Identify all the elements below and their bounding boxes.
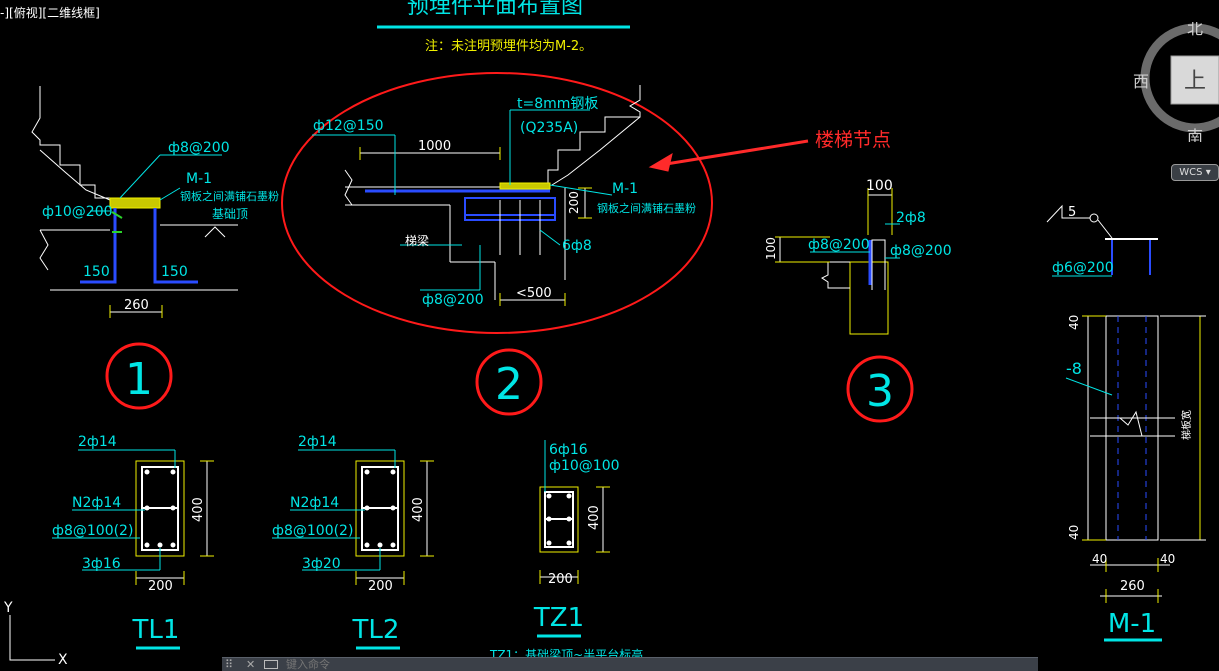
- m1-dim-40-top: 40: [1067, 315, 1081, 330]
- detail2-grade-label: (Q235A): [520, 120, 578, 136]
- drawing-note: 注：未注明预埋件均为M-2。: [425, 39, 592, 54]
- detail1-rebar2-label: ф10@200: [42, 204, 113, 220]
- tl2-width: 200: [368, 579, 393, 594]
- detail-3: 100 2ф8 ф8@200 ф8@200 100: [764, 178, 952, 335]
- detail-2-marker: [475, 348, 543, 416]
- viewcube-face-top[interactable]: [1170, 55, 1219, 105]
- tz1-section: 6ф16 ф10@100 400 200 TZ1 TZ1：基础梁顶~半平台标高: [489, 440, 643, 662]
- annotation-arrow: [659, 139, 809, 167]
- wcs-menu-button[interactable]: WCS ▾: [1171, 164, 1219, 181]
- tl1-stir-label: ф8@100(2): [52, 523, 133, 539]
- detail1-m-label: M-1: [186, 171, 212, 187]
- tz1-top-label: 6ф16: [549, 442, 588, 458]
- tl2-top-label: 2ф14: [298, 434, 337, 450]
- tl1-bottom-label: 3ф16: [82, 556, 121, 572]
- tl2-section: 2ф14 N2ф14 ф8@100(2) 3ф20 400 200 TL2: [272, 434, 434, 650]
- annotation-label: 楼梯节点: [815, 129, 891, 151]
- m1-plate-label: -8: [1066, 359, 1082, 378]
- compass-west[interactable]: 西: [1133, 72, 1149, 91]
- detail1-base-label: 基础顶: [212, 207, 248, 221]
- visual-style-menu[interactable]: [二维线框]: [42, 6, 100, 20]
- command-prompt-icon[interactable]: [264, 660, 278, 669]
- m1-dim-260: 260: [1120, 579, 1145, 594]
- chevron-down-icon: ▾: [1205, 167, 1211, 178]
- tz1-height: 400: [587, 505, 602, 530]
- tz1-width: 200: [548, 572, 573, 587]
- detail1-rebar-label: ф8@200: [168, 140, 230, 156]
- detail2-dim-1000: 1000: [418, 139, 451, 154]
- detail2-dim-500: <500: [516, 286, 552, 301]
- detail-1-marker: [105, 342, 173, 410]
- tl2-bottom-label: 3ф20: [302, 556, 341, 572]
- detail-1-number: 1: [125, 354, 153, 405]
- detail2-fill-label: 钢板之间满铺石墨粉: [597, 201, 696, 215]
- wcs-label: WCS: [1179, 167, 1203, 178]
- detail2-rebar-top: ф12@150: [313, 118, 384, 134]
- detail2-rebar-bottom: ф8@200: [422, 292, 484, 308]
- viewcube[interactable]: 上 北 西 南: [1130, 22, 1219, 142]
- detail1-dim-left: 150: [83, 264, 110, 280]
- m1-dim-40-left: 40: [1092, 552, 1107, 566]
- tl1-section: 2ф14 N2ф14 ф8@100(2) 3ф16 400 200 TL1: [52, 434, 214, 650]
- viewcube-face-label: 上: [1184, 69, 1206, 94]
- view-menu[interactable]: [俯视]: [9, 6, 43, 20]
- detail-3-number: 3: [866, 366, 894, 417]
- compass-south[interactable]: 南: [1187, 127, 1203, 142]
- ucs-x-label: X: [58, 652, 68, 668]
- m1-dim-40-bottom: 40: [1067, 525, 1081, 540]
- detail-3-marker: [846, 355, 914, 423]
- viewport-menu[interactable]: -]: [0, 6, 10, 20]
- m1-title: M-1: [1108, 609, 1156, 639]
- detail2-plate-label: t=8mm钢板: [517, 96, 598, 112]
- compass-ring[interactable]: [1140, 23, 1219, 133]
- detail1-fill-label: 钢板之间满铺石墨粉: [180, 189, 279, 203]
- detail-2: t=8mm钢板 (Q235A) ф12@150 1000 M-1 钢板之间满铺石…: [312, 85, 696, 308]
- ucs-icon: Y X: [3, 600, 68, 668]
- detail2-m-label: M-1: [612, 181, 638, 197]
- detail1-dim-bottom: 260: [124, 298, 149, 313]
- detail-1: ф8@200 M-1 钢板之间满铺石墨粉 基础顶 ф10@200 150 150…: [31, 86, 279, 318]
- tl1-height: 400: [191, 497, 206, 522]
- tl1-mid-label: N2ф14: [72, 495, 121, 511]
- m1-dim-40-right: 40: [1160, 552, 1175, 566]
- tl1-top-label: 2ф14: [78, 434, 117, 450]
- drawing-title: 预埋件平面布置图: [407, 0, 583, 19]
- command-input[interactable]: [286, 658, 1026, 671]
- detail3-dim-left: 100: [764, 237, 778, 260]
- stair-node-highlight: [281, 72, 713, 334]
- tz1-title: TZ1: [533, 603, 584, 633]
- detail2-rebar-side: 6ф8: [562, 238, 592, 254]
- ucs-y-label: Y: [3, 600, 13, 616]
- tl2-height: 400: [411, 497, 426, 522]
- viewport-controls: -][俯视][二维线框]: [0, 4, 100, 21]
- detail1-dim-right: 150: [161, 264, 188, 280]
- tl2-title: TL2: [352, 615, 400, 645]
- detail2-dim-200: 200: [567, 191, 581, 214]
- detail3-rebar-left: ф8@200: [808, 237, 870, 253]
- detail2-beam-label: 梯梁: [405, 233, 429, 248]
- close-icon[interactable]: ✕: [246, 658, 256, 671]
- detail3-rebar-right: ф8@200: [890, 243, 952, 259]
- tl1-width: 200: [148, 579, 173, 594]
- m1-weld-label: 5: [1068, 205, 1076, 220]
- detail3-rebar-top: 2ф8: [896, 210, 926, 226]
- tz1-stir-label: ф10@100: [549, 458, 620, 474]
- drag-handle-icon[interactable]: ⠿: [225, 658, 233, 671]
- detail3-dim-top: 100: [866, 178, 893, 194]
- m1-detail: 5 ф6@200 40 -8 梯板宽 40 40 40 260 M-1: [1046, 204, 1206, 642]
- tl2-stir-label: ф8@100(2): [272, 523, 353, 539]
- m1-rebar-label: ф6@200: [1052, 260, 1114, 276]
- tl2-mid-label: N2ф14: [290, 495, 339, 511]
- tl1-title: TL1: [132, 615, 180, 645]
- command-line: ⠿ ✕: [222, 657, 1038, 671]
- m1-width-label: 梯板宽: [1180, 410, 1193, 440]
- compass-north[interactable]: 北: [1187, 22, 1203, 38]
- detail-2-number: 2: [495, 359, 523, 410]
